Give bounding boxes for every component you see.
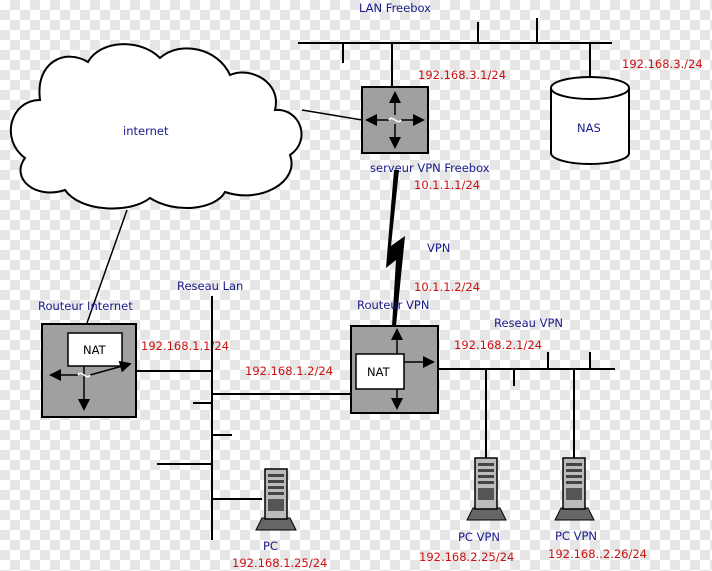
vpn-label: VPN — [427, 241, 450, 255]
pc-vpn-2-ip: 192.168..2.26/24 — [548, 547, 647, 561]
pc-vpn-2-tower — [554, 457, 595, 521]
pc-tower — [255, 468, 297, 531]
pc-vpn-1-label: PC VPN — [458, 530, 500, 544]
freebox-vpn-ip: 10.1.1.1/24 — [414, 178, 480, 192]
pc-ip: 192.168.1.25/24 — [232, 556, 327, 570]
vpn-tunnel-lightning-icon — [386, 170, 405, 326]
nas-storage — [550, 76, 630, 165]
serveur-vpn-freebox-label: serveur VPN Freebox — [370, 161, 490, 175]
reseau-lan-label: Reseau Lan — [177, 279, 243, 293]
routeur-vpn-router — [350, 325, 439, 414]
routeur-internet-router — [41, 323, 137, 418]
pc-vpn-1-ip: 192.168.2.25/24 — [419, 550, 514, 564]
routeur-vpn-label: Routeur VPN — [357, 298, 429, 312]
internet-label: internet — [123, 124, 169, 138]
pc-vpn-1-tower — [466, 457, 507, 521]
nat-label-routeur-internet: NAT — [83, 343, 107, 357]
serveur-vpn-freebox-router — [361, 86, 429, 154]
routeur-internet-lan-ip: 192.168.1.1/24 — [141, 339, 229, 353]
nas-net-ip: 192.168.3./24 — [622, 57, 703, 71]
reseau-vpn-label: Reseau VPN — [494, 316, 563, 330]
lan-freebox-label: LAN Freebox — [359, 1, 431, 15]
internet-cloud — [9, 43, 303, 210]
routeur-vpn-vpnnet-ip: 192.168.2.1/24 — [454, 338, 542, 352]
routeur-vpn-lan-ip: 192.168.1.2/24 — [245, 364, 333, 378]
nat-label-routeur-vpn: NAT — [367, 365, 391, 379]
routeur-vpn-tunnel-ip: 10.1.1.2/24 — [414, 280, 480, 294]
freebox-lan-ip: 192.168.3.1/24 — [418, 68, 506, 82]
nas-label: NAS — [577, 121, 601, 135]
routeur-internet-label: Routeur Internet — [38, 299, 133, 313]
pc-label: PC — [263, 539, 278, 553]
pc-vpn-2-label: PC VPN — [555, 529, 597, 543]
